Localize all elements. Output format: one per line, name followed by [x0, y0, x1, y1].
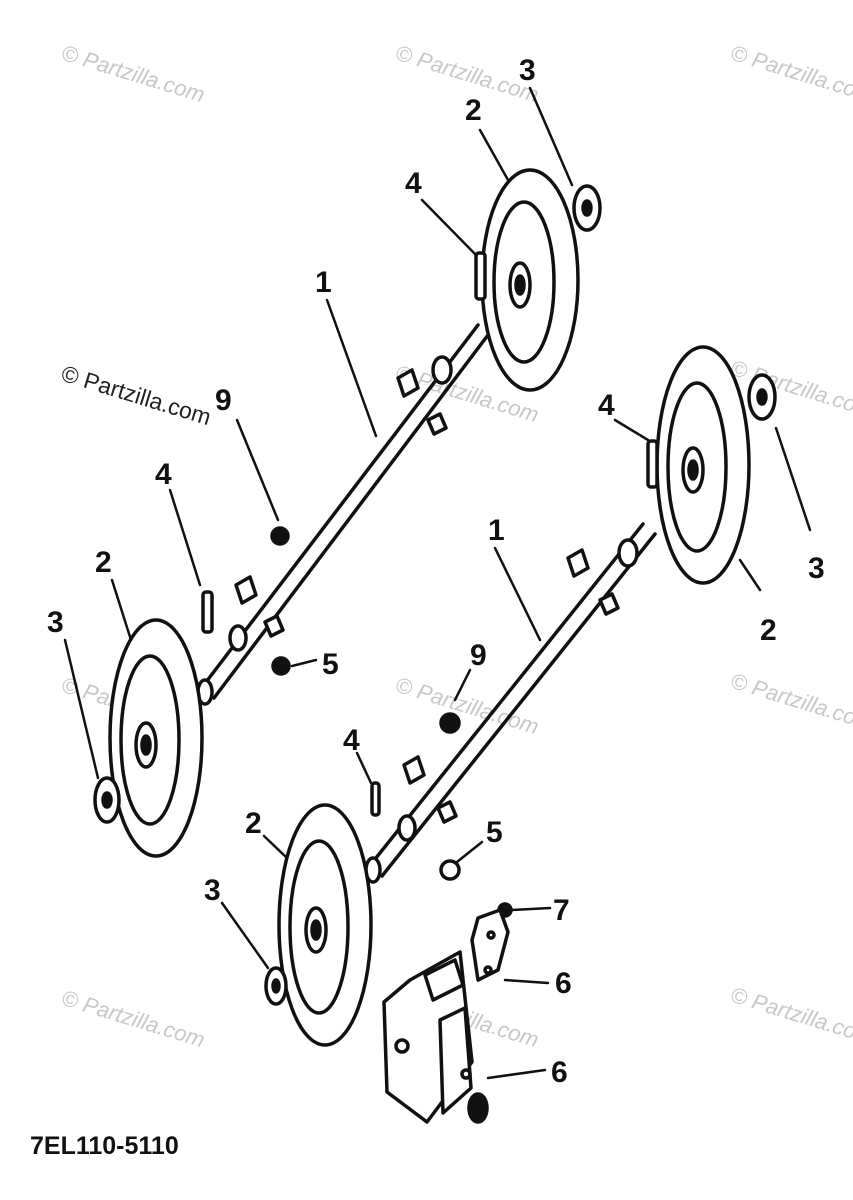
spacer — [201, 590, 214, 634]
callout-2: 2 — [465, 94, 482, 127]
spacer — [370, 781, 381, 817]
callout-3: 3 — [47, 606, 64, 639]
callout-2: 2 — [760, 614, 777, 647]
callout-9: 9 — [470, 639, 487, 672]
bolt — [439, 712, 461, 734]
callout-2: 2 — [95, 546, 112, 579]
callout-5: 5 — [322, 648, 339, 681]
wheel-bottom — [277, 803, 373, 1047]
part-number: 7EL110-5110 — [30, 1132, 179, 1160]
spacer — [646, 439, 659, 489]
spacer — [474, 251, 487, 301]
callout-4: 4 — [405, 167, 422, 200]
callout-3: 3 — [808, 552, 825, 585]
axle-lower — [364, 522, 657, 884]
callout-6: 6 — [555, 967, 572, 1000]
callout-9: 9 — [215, 384, 232, 417]
callout-4: 4 — [343, 724, 360, 757]
callout-5: 5 — [486, 816, 503, 849]
axle-upper — [196, 323, 490, 706]
callout-3: 3 — [519, 54, 536, 87]
callout-7: 7 — [553, 894, 570, 927]
nut — [439, 859, 461, 881]
callout-2: 2 — [245, 807, 262, 840]
callout-4: 4 — [598, 389, 615, 422]
callout-1: 1 — [315, 266, 332, 299]
nut — [271, 656, 291, 676]
callout-1: 1 — [488, 514, 505, 547]
wheel-mid-right — [655, 345, 751, 585]
wheel-left — [108, 618, 204, 858]
bolt — [270, 526, 290, 546]
callout-4: 4 — [155, 458, 172, 491]
wheel-top-right — [480, 168, 580, 392]
callout-6: 6 — [551, 1056, 568, 1089]
mount-bracket-small — [470, 908, 510, 982]
mount-bracket — [382, 950, 489, 1124]
callout-3: 3 — [204, 874, 221, 907]
